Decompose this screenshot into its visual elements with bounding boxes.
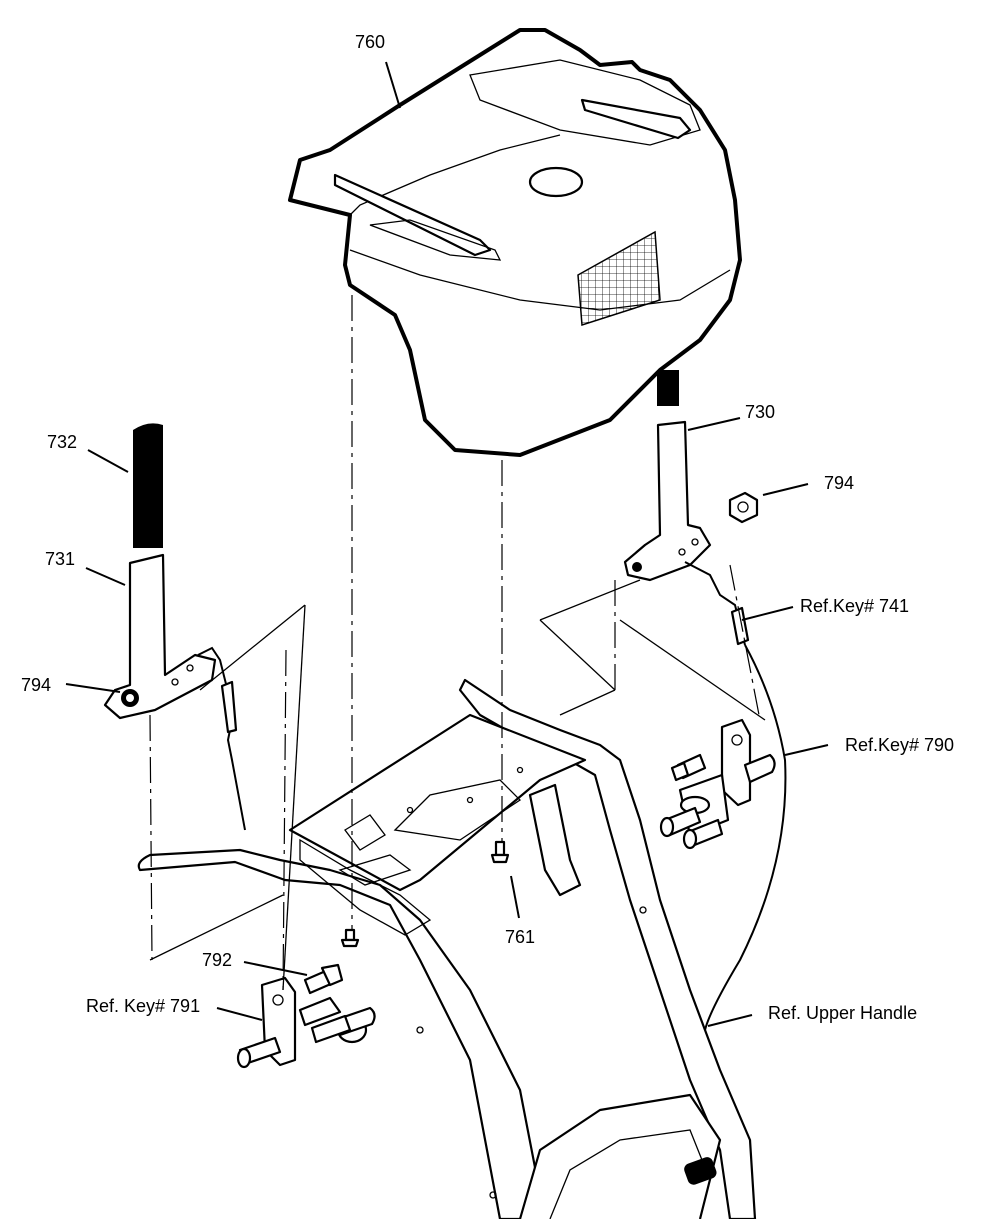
- label-761: 761: [505, 927, 535, 947]
- screw-761: [490, 840, 510, 864]
- upper-handle: [137, 678, 757, 1219]
- label-794-right: 794: [824, 473, 854, 493]
- label-ref-791: Ref. Key# 791: [86, 996, 200, 1016]
- lever-730: [623, 420, 787, 1031]
- assembly-centerlines: [149, 295, 766, 991]
- pivot-bracket-790: [659, 718, 776, 850]
- label-731: 731: [45, 549, 75, 569]
- label-730: 730: [745, 402, 775, 422]
- lever-731: [103, 553, 246, 831]
- nut-794-right: [728, 491, 759, 524]
- bolt-792: [303, 963, 344, 995]
- label-792: 792: [202, 950, 232, 970]
- label-ref-741: Ref.Key# 741: [800, 596, 909, 616]
- label-760: 760: [355, 32, 385, 52]
- pivot-bracket-791: [236, 976, 376, 1069]
- console-cover-760: [288, 28, 742, 457]
- label-ref-upper-handle: Ref. Upper Handle: [768, 1003, 917, 1023]
- part-labels: 760 730 732 794 731 794 Ref.Key# 741 Ref…: [21, 32, 954, 1023]
- label-794-left: 794: [21, 675, 51, 695]
- control-panel-bracket: [288, 713, 587, 936]
- grip-732: [133, 423, 163, 548]
- leader-lines: [65, 61, 829, 1027]
- screw-center: [340, 928, 360, 948]
- label-ref-790: Ref.Key# 790: [845, 735, 954, 755]
- label-732: 732: [47, 432, 77, 452]
